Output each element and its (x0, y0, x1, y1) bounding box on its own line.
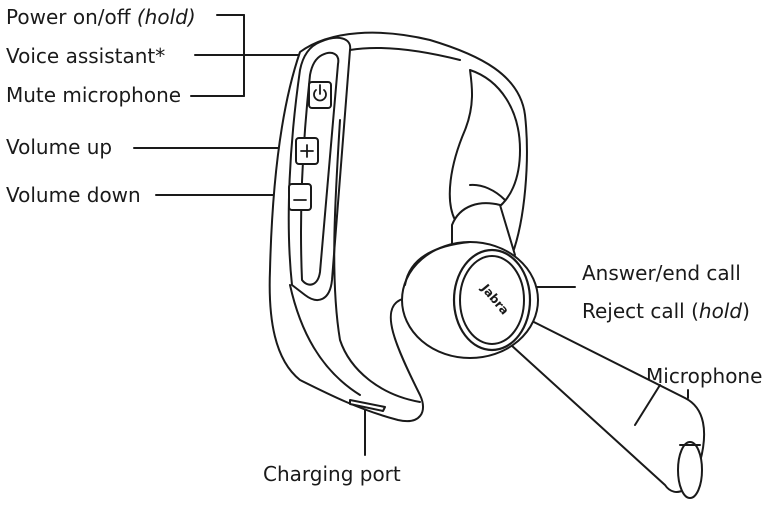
charging-port-label: Charging port (263, 462, 401, 486)
power-button-label: Power on/off (hold) (6, 5, 196, 29)
button-panel-inner (300, 51, 340, 286)
power-label-main: Power on/off (6, 5, 137, 29)
earhook-band (469, 183, 506, 201)
reject-label-main: Reject call ( (582, 299, 699, 323)
reject-label-close: ) (742, 299, 750, 323)
power-button (308, 81, 332, 109)
power-label-hold: (hold) (136, 5, 196, 29)
answer-end-call-label: Answer/end call (582, 261, 741, 285)
microphone-tip (677, 441, 703, 499)
plus-icon (300, 144, 314, 158)
volume-down-label: Volume down (6, 183, 141, 207)
volume-up-label: Volume up (6, 135, 113, 159)
voice-assistant-label: Voice assistant* (6, 44, 166, 68)
reject-call-label: Reject call (hold) (582, 299, 750, 323)
charging-port (349, 399, 386, 412)
volume-down-button (288, 183, 312, 211)
power-icon (313, 84, 327, 102)
mute-microphone-label: Mute microphone (6, 83, 182, 107)
microphone-label: Microphone (646, 364, 763, 388)
body-edge (289, 284, 361, 396)
body-contour-2 (333, 119, 421, 403)
reject-label-hold: hold (698, 299, 743, 323)
microphone-boom (499, 309, 706, 493)
call-button (452, 248, 532, 352)
body-contour (349, 47, 461, 61)
